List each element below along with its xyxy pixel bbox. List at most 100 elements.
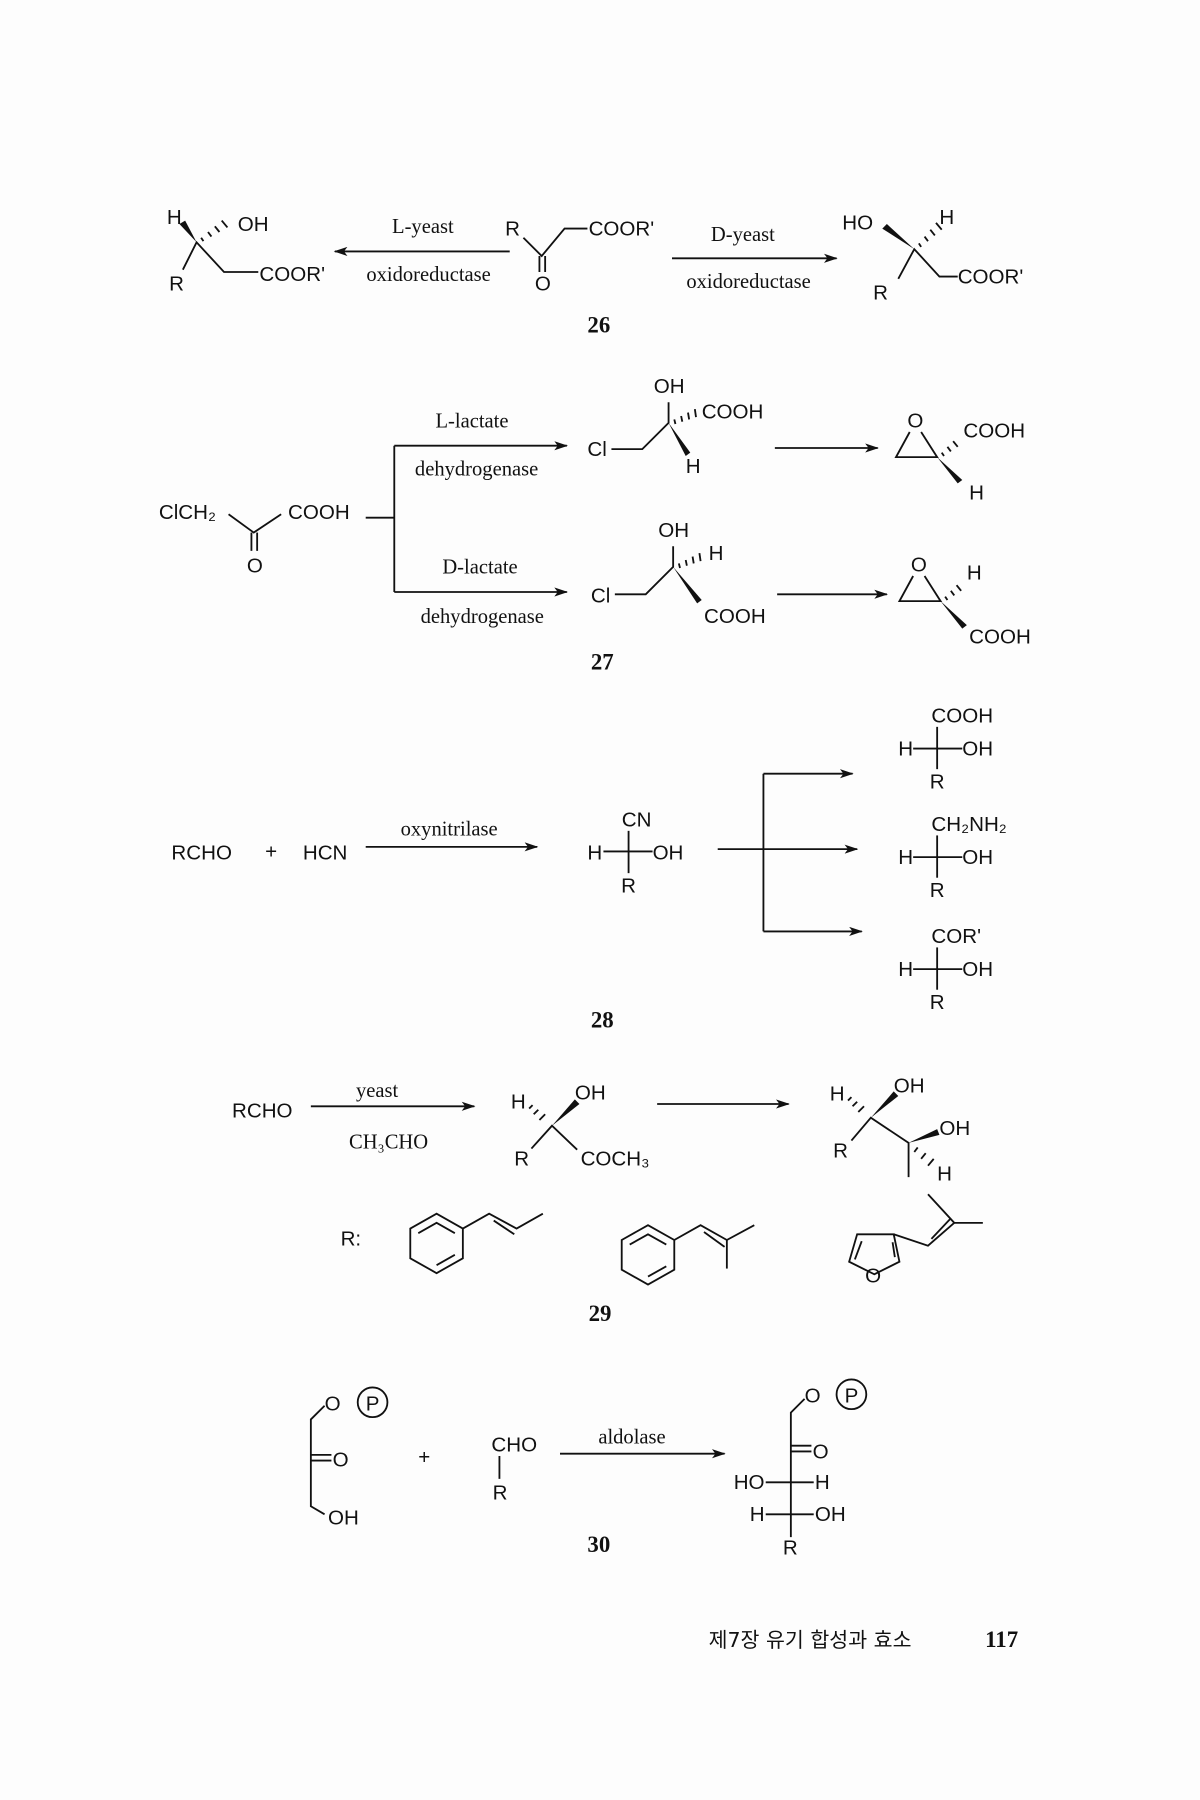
atom-r: R [930,879,945,902]
atom-o: O [535,272,551,295]
atom-o: O [325,1392,341,1415]
r-group-label: R: [341,1228,362,1251]
enzyme-label: oxynitrilase [401,818,498,840]
atom-h: H [750,1503,765,1526]
atom-r: R [514,1148,529,1171]
atom-p: P [366,1392,380,1415]
enzyme-label: dehydrogenase [415,458,538,480]
bonds [522,227,588,258]
bonds [182,240,259,273]
bonds [897,247,958,280]
left-product: H OH R COOR' [167,206,325,295]
product-hydroxy-ketone: COR' H OH R [898,925,993,1014]
r-group-furyl-propenyl: O [848,1193,983,1287]
atom-h: H [686,455,701,478]
atom-h: H [939,206,954,229]
plus-sign: + [265,840,277,863]
scheme-number: 26 [587,313,610,338]
atom-r: R [930,771,945,794]
atom-oh: OH [658,519,689,542]
group-top: COOH [931,704,993,727]
atom-p: P [845,1384,859,1407]
scheme-27: ClCH₂ O COOH L-lactate dehydrogenase D-l… [159,375,1031,675]
r-group-methylstyryl [620,1224,755,1286]
atom-o: O [805,1384,821,1407]
group-cho: CHO [491,1433,537,1456]
reactant-rcho: RCHO [171,841,232,864]
atom-cl: Cl [591,584,610,607]
group-cn: CN [622,808,652,831]
atom-r: R [169,272,184,295]
phosphate-circle [356,1386,389,1419]
diol-product: H OH OH R H [830,1075,971,1186]
atom-cl: Cl [587,438,606,461]
atom-h: H [587,841,602,864]
wedge-bond [882,224,915,250]
atom-h: H [967,561,982,584]
group-clch2: ClCH₂ [159,501,216,524]
page-number: 117 [985,1627,1018,1652]
reactant-rcho: RCHO [232,1100,293,1123]
reagent-label: yeast [356,1080,399,1102]
hash-bond [200,219,229,242]
atom-o: O [333,1448,349,1471]
atom-r: R [505,217,520,240]
atom-h: H [898,958,913,981]
atom-oh: OH [962,958,993,981]
atom-h: H [898,846,913,869]
enzyme-label: aldolase [598,1426,665,1448]
plus-sign: + [418,1446,430,1469]
atom-oh: OH [939,1117,970,1140]
atom-h: H [937,1163,952,1186]
enzyme-label: D-yeast [711,224,775,246]
group-cooh: COOH [702,400,764,423]
group-cooh: COOH [288,501,350,524]
aldol-product: O P O HO H H OH R [734,1378,868,1559]
enzyme-label: L-yeast [392,216,454,238]
atom-oh: OH [654,375,685,398]
upper-product: Cl OH COOH H [587,375,763,478]
scheme-29: RCHO yeast CH₃CHO H OH R COCH₃ H OH OH R… [232,1075,983,1326]
atom-r: R [873,281,888,304]
atom-oh: OH [962,737,993,760]
group-coor: COOR' [958,265,1024,288]
aldehyde: CHO R [491,1433,537,1504]
reactant-hcn: HCN [303,841,348,864]
atom-h: H [167,206,182,229]
hydroxyketone-product: H OH R COCH₃ [511,1081,650,1170]
scheme-number: 27 [591,650,614,675]
atom-h: H [815,1471,830,1494]
lower-product: Cl OH H COOH [591,519,766,628]
group-cooh: COOH [963,420,1025,443]
scheme-number: 28 [591,1007,614,1032]
scheme-26: H OH R COOR' L-yeast oxidoreductase R O … [167,206,1023,338]
group-coor: COOR' [589,217,655,240]
enzyme-label: oxidoreductase [366,264,490,286]
enzyme-label: L-lactate [435,410,508,432]
group-cooh: COOH [969,625,1031,648]
atom-oh: OH [575,1081,606,1104]
group-top: CH₂NH₂ [931,813,1006,836]
group-coch3: COCH₃ [581,1148,650,1171]
reagent-label: CH₃CHO [349,1132,428,1154]
enzyme-label: D-lactate [442,557,517,579]
atom-r: R [621,875,636,898]
scheme-28: RCHO + HCN oxynitrilase CN H OH R COOH H… [171,704,1006,1032]
group-coor: COOR' [259,263,325,286]
atom-o: O [813,1440,829,1463]
atom-ho: HO [734,1471,765,1494]
atom-r: R [783,1536,798,1559]
atom-oh: OH [653,841,684,864]
atom-r: R [833,1140,848,1163]
enzyme-label: oxidoreductase [686,271,810,293]
atom-o: O [907,409,923,432]
scheme-number: 30 [587,1532,610,1557]
atom-ho: HO [842,212,873,235]
product-amino-alcohol: CH₂NH₂ H OH R [898,813,1007,902]
phosphate-circle [835,1378,868,1411]
atom-h: H [830,1083,845,1106]
atom-h: H [898,737,913,760]
atom-o: O [865,1264,881,1287]
